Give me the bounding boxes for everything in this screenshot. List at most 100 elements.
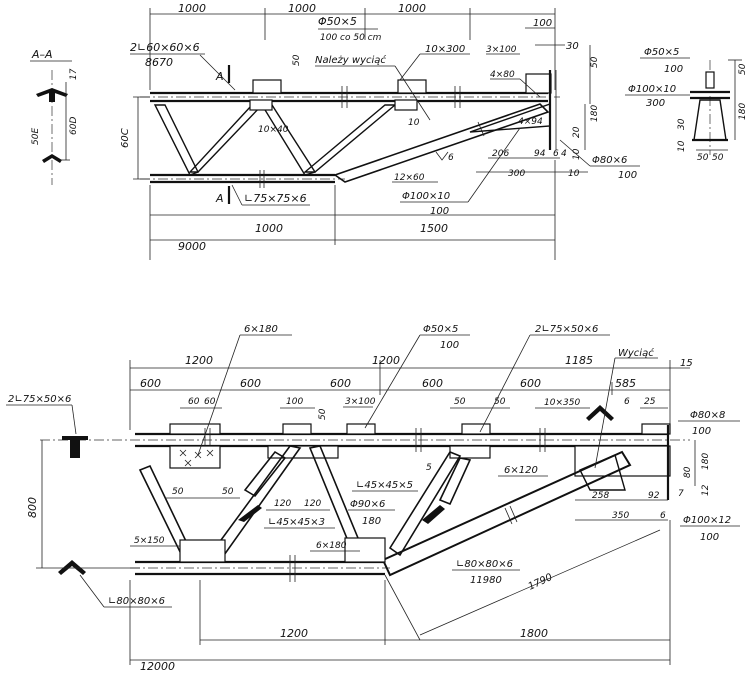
top-dim-3: 1000 xyxy=(398,2,426,15)
bottom-tube-100x12-len: 100 xyxy=(700,532,719,543)
top-weld-4x80: 4×80 xyxy=(490,70,515,80)
top-plate-10x300: 10×300 xyxy=(425,44,465,55)
bottom-left-angle: ∟80×80×6 xyxy=(108,596,165,607)
right-dim-30: 30 xyxy=(677,118,687,130)
bottom-tube-100x12: Φ100×12 xyxy=(683,515,731,526)
bottom-weld-6x120: 6×120 xyxy=(504,465,538,476)
top-plate-spacing: 100 co 50 cm xyxy=(320,33,382,43)
bottom-dim-5: 5 xyxy=(426,463,432,473)
right-dim-50a: 50 xyxy=(697,153,709,163)
bottom-dim-585: 585 xyxy=(615,377,636,390)
top-tube-length: 100 xyxy=(430,206,449,217)
bottom-dim-25: 25 xyxy=(644,397,656,407)
top-dim-20: 20 xyxy=(572,126,582,138)
top-dim-180: 180 xyxy=(590,105,600,122)
bottom-weld-6x180b: 6×180 xyxy=(316,541,347,551)
bottom-plate-50x5: Φ50×5 xyxy=(423,324,458,335)
bottom-dim-50a: 50 xyxy=(454,397,466,407)
bottom-left-chord: 2∟75×50×6 xyxy=(8,394,71,405)
bottom-dim-50-left-2: 50 xyxy=(222,487,234,497)
bottom-bottom-dim-1: 1200 xyxy=(280,627,308,640)
right-dim-180: 180 xyxy=(738,103,748,120)
bottom-dim-7: 7 xyxy=(678,489,684,499)
top-bottom-dim-1: 1000 xyxy=(255,222,283,235)
bottom-dim-120-1: 120 xyxy=(274,499,291,509)
bottom-dim-60-2: 60 xyxy=(204,397,216,407)
section-dim-17: 17 xyxy=(69,68,79,80)
bottom-dim-350: 350 xyxy=(612,511,629,521)
top-dim-10: 10 xyxy=(408,118,420,128)
top-cut-note: Należy wyciąć xyxy=(315,54,386,66)
bottom-weld-3x100: 3×100 xyxy=(345,397,376,407)
bottom-angle-80x80x6: ∟80×80×6 xyxy=(456,559,513,570)
top-dim-1: 1000 xyxy=(178,2,206,15)
section-dim-60: 60D xyxy=(69,117,79,135)
bottom-dim-258: 258 xyxy=(592,491,609,501)
bottom-dim-80: 80 xyxy=(683,466,693,478)
bottom-plate-90x6-len: 180 xyxy=(362,516,381,527)
bottom-dim-92: 92 xyxy=(648,491,660,501)
top-dim-94: 94 xyxy=(534,149,546,159)
top-dim-206: 206 xyxy=(492,149,509,159)
top-dim-50b: 50 xyxy=(590,56,600,68)
top-bottom-dim-2: 1500 xyxy=(420,222,448,235)
top-weld-4x94: 4×94 xyxy=(518,117,543,127)
bottom-dim-180: 180 xyxy=(701,453,711,470)
right-tube-label: Φ100×10 xyxy=(628,84,676,95)
top-dim-2: 1000 xyxy=(288,2,316,15)
bottom-dim-6: 6 xyxy=(624,397,630,407)
top-dim-6: 6 xyxy=(448,153,454,163)
bottom-dim-600-2: 600 xyxy=(240,377,261,390)
bottom-dim-600-1: 600 xyxy=(140,377,161,390)
right-detail: Φ50×5 100 Φ100×10 300 50 180 10 30 50 50 xyxy=(625,47,748,163)
section-a-bottom: A xyxy=(215,192,224,205)
bottom-angle-80-len: 11980 xyxy=(470,575,502,586)
top-dim-6b: 6 xyxy=(553,149,559,159)
bottom-dim-60-1: 60 xyxy=(188,397,200,407)
top-bottom-chord: ∟75×75×6 xyxy=(244,192,307,205)
right-dim-50: 50 xyxy=(738,63,748,75)
top-dim-300: 300 xyxy=(508,169,525,179)
top-dim-4: 100 xyxy=(533,18,552,29)
top-plate-label: Φ50×5 xyxy=(318,15,357,28)
bottom-plate-80x8: Φ80×8 xyxy=(690,410,725,421)
bottom-plate-80x8-len: 100 xyxy=(692,426,711,437)
top-dim-50: 50 xyxy=(292,54,302,66)
top-dim-10b: 10 xyxy=(568,169,580,179)
bottom-dim-1200-a: 1200 xyxy=(185,354,213,367)
bottom-plate-10x350: 10×350 xyxy=(544,398,580,408)
top-weld-3x100: 3×100 xyxy=(486,45,517,55)
bottom-dim-600-4: 600 xyxy=(422,377,443,390)
bottom-angle-45x45x5: ∟45×45×5 xyxy=(356,480,413,491)
bottom-truss: 1200 1200 1185 15 600 600 600 600 600 58… xyxy=(6,324,740,673)
bottom-dim-1185: 1185 xyxy=(565,354,593,367)
bottom-dim-600-5: 600 xyxy=(520,377,541,390)
bottom-angle-45x45x3: ∟45×45×3 xyxy=(268,517,325,528)
top-gusset-10x40: 10×40 xyxy=(258,125,289,135)
section-dim-50: 50E xyxy=(31,128,41,145)
top-weld-12x60: 12×60 xyxy=(394,173,425,183)
top-chord-length: 8670 xyxy=(145,56,173,69)
bottom-overall: 12000 xyxy=(140,660,175,673)
top-chord-label: 2∟60×60×6 xyxy=(130,41,200,54)
section-a-top: A xyxy=(215,70,224,83)
bottom-cut-note: Wyciąć xyxy=(618,347,654,359)
bottom-dim-100: 100 xyxy=(286,397,303,407)
bottom-dim-12: 12 xyxy=(701,484,711,496)
top-dim-4: 4 xyxy=(561,149,567,159)
bottom-weld-6x180: 6×180 xyxy=(244,324,278,335)
bottom-plate-50x5-len: 100 xyxy=(440,340,459,351)
bottom-dim-1200-b: 1200 xyxy=(372,354,400,367)
bottom-dim-50: 50 xyxy=(318,408,328,420)
top-plate-80x6-len: 100 xyxy=(618,170,637,181)
bottom-dim-600-3: 600 xyxy=(330,377,351,390)
right-plate-label: Φ50×5 xyxy=(644,47,679,58)
bottom-chord-label: 2∟75×50×6 xyxy=(535,324,598,335)
bottom-dim-50-left-1: 50 xyxy=(172,487,184,497)
top-dim-5: 30 xyxy=(566,41,579,52)
right-tube-len: 300 xyxy=(646,98,665,109)
right-plate-len: 100 xyxy=(664,64,683,75)
bottom-dim-15: 15 xyxy=(680,358,693,369)
section-a-a-title: A–A xyxy=(31,48,53,61)
